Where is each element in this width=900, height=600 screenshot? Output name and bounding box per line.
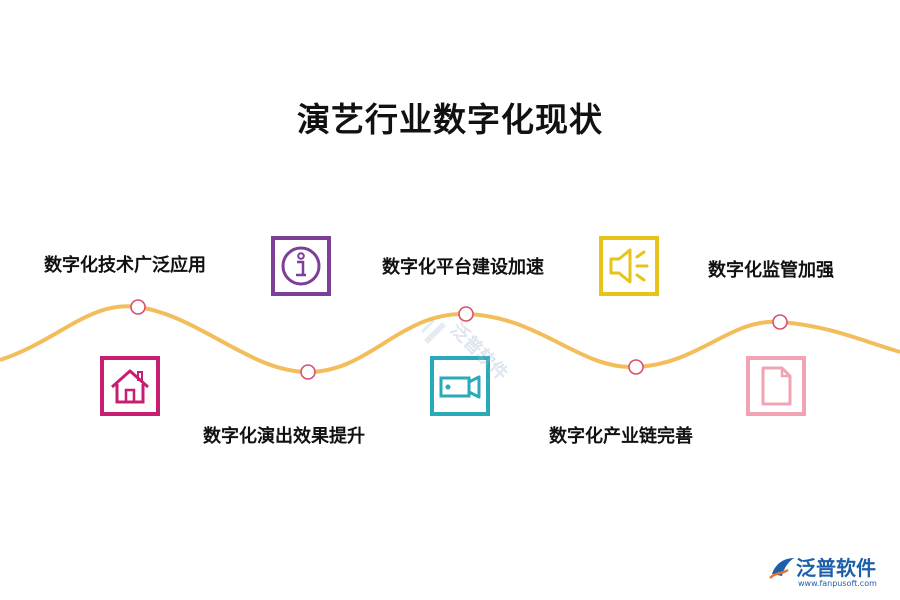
info-icon <box>281 246 321 286</box>
page-title: 演艺行业数字化现状 <box>297 100 603 139</box>
timeline-node <box>300 364 316 380</box>
timeline-node <box>628 359 644 375</box>
item-label-performance: 数字化演出效果提升 <box>203 426 365 447</box>
speaker-icon <box>609 248 649 284</box>
document-icon <box>761 366 792 406</box>
item-label-regulation: 数字化监管加强 <box>708 260 834 281</box>
document-icon-box <box>746 356 806 416</box>
video-camera-icon <box>439 375 481 399</box>
item-label-industry-chain: 数字化产业链完善 <box>549 426 693 447</box>
brand-logo-icon <box>769 558 794 579</box>
timeline-node <box>772 314 788 330</box>
home-icon <box>111 369 149 404</box>
info-icon-box <box>271 236 331 296</box>
timeline-node <box>458 306 474 322</box>
speaker-icon-box <box>599 236 659 296</box>
brand-logo: 泛普软件 www.fanpusoft.com <box>768 552 898 592</box>
watermark-text: 泛普软件 <box>446 319 512 385</box>
brand-name: 泛普软件 <box>796 556 876 580</box>
timeline-node <box>130 299 146 315</box>
item-label-tech: 数字化技术广泛应用 <box>44 255 206 276</box>
watermark-logo-icon <box>420 318 446 344</box>
video-camera-icon-box <box>430 356 490 416</box>
brand-url: www.fanpusoft.com <box>798 579 877 588</box>
watermark: 泛普软件 <box>420 318 512 388</box>
item-label-platform: 数字化平台建设加速 <box>382 257 544 278</box>
home-icon-box <box>100 356 160 416</box>
